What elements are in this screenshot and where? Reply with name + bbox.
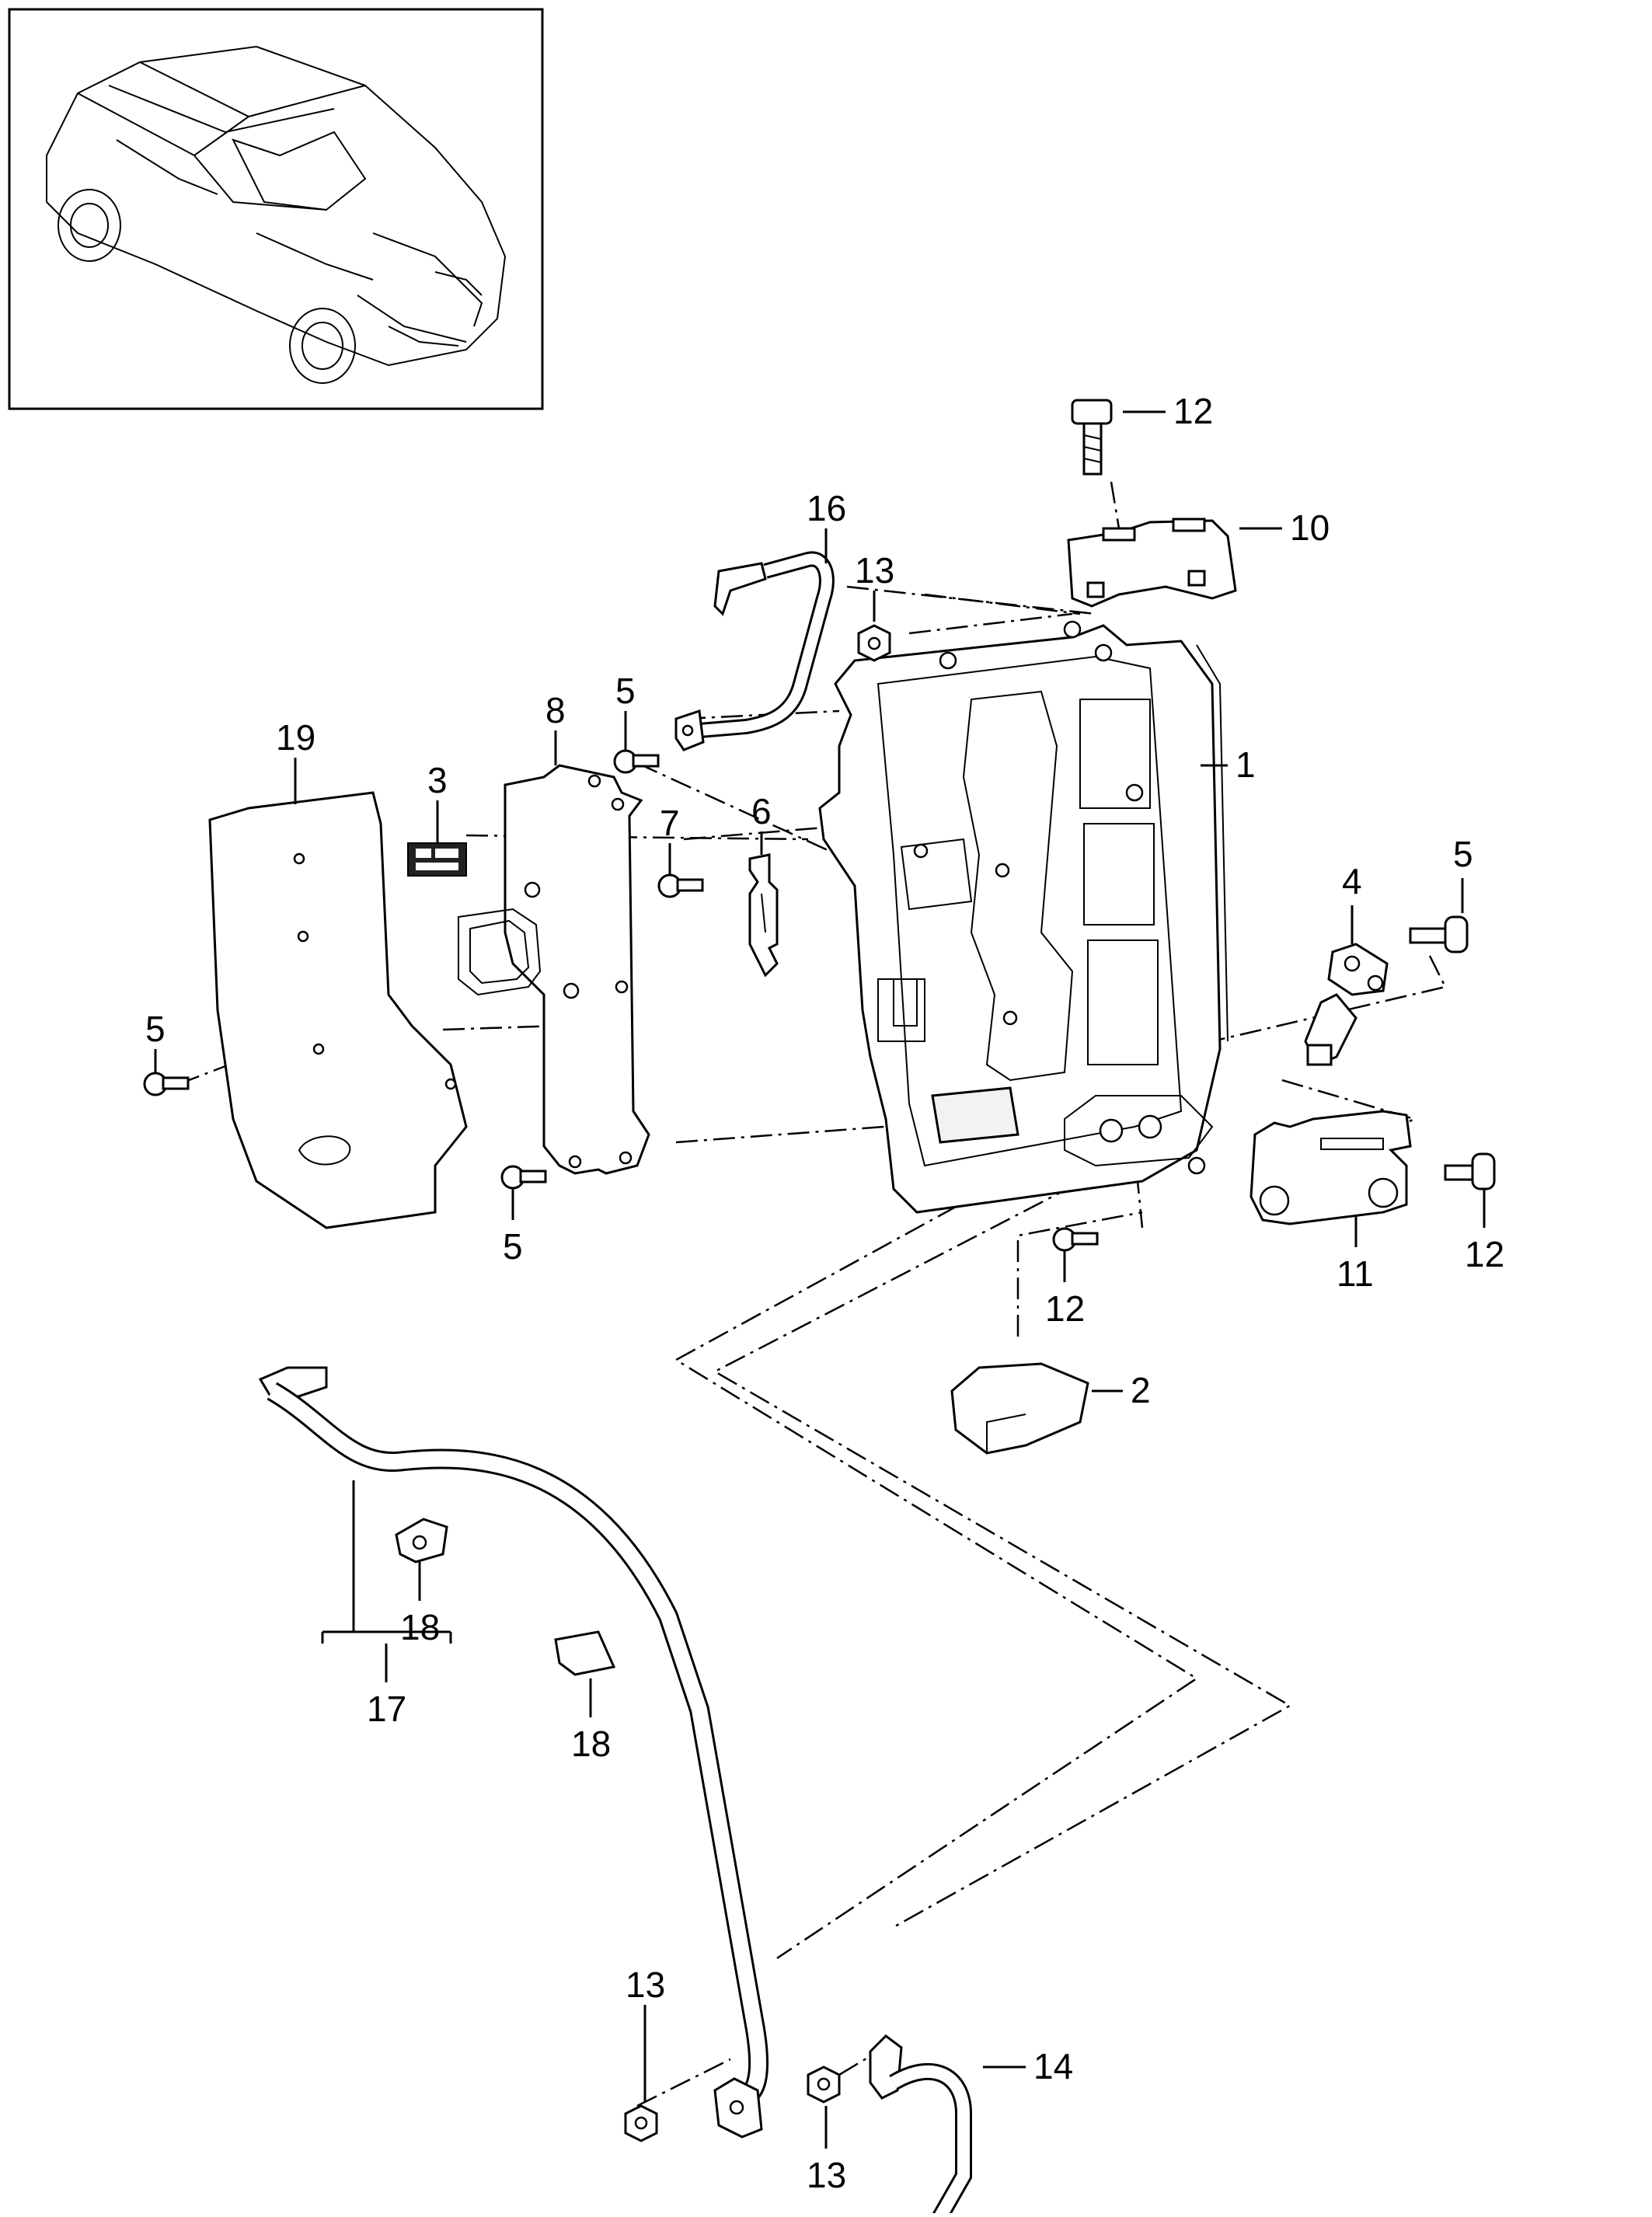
screw-5-lower bbox=[500, 1165, 547, 1190]
nut-13-top bbox=[857, 624, 891, 662]
callout-19: 19 bbox=[276, 717, 315, 758]
callout-2: 2 bbox=[1131, 1370, 1151, 1410]
callout-13-bottom-right: 13 bbox=[807, 2155, 846, 2195]
screw-12-right bbox=[1444, 1152, 1496, 1190]
part-19-shield bbox=[208, 791, 468, 1229]
callout-1: 1 bbox=[1236, 744, 1256, 785]
callout-12-bottom: 12 bbox=[1045, 1288, 1085, 1329]
callout-13-top: 13 bbox=[855, 550, 894, 591]
screw-7 bbox=[657, 873, 704, 898]
callout-4: 4 bbox=[1342, 861, 1362, 901]
callout-12-top: 12 bbox=[1173, 391, 1213, 431]
screw-5-right bbox=[1409, 915, 1469, 953]
assembly-lines bbox=[178, 481, 1447, 2107]
screw-12-top bbox=[1071, 399, 1113, 476]
callout-16: 16 bbox=[807, 488, 846, 528]
part-3-label bbox=[407, 842, 467, 877]
callout-6: 6 bbox=[751, 791, 772, 831]
part-4-connector bbox=[1304, 943, 1389, 1066]
part-18-clip-right bbox=[554, 1630, 616, 1676]
screw-5-left bbox=[143, 1072, 190, 1096]
part-8-cover bbox=[458, 764, 650, 1175]
screw-5-upper bbox=[613, 749, 660, 774]
callout-8: 8 bbox=[545, 690, 566, 730]
callout-3: 3 bbox=[427, 760, 448, 800]
nut-13-bottom-right bbox=[807, 2065, 841, 2104]
part-18-clip-left bbox=[395, 1518, 448, 1563]
callout-11: 11 bbox=[1337, 1253, 1374, 1294]
callout-5-lower: 5 bbox=[503, 1226, 523, 1267]
leader-lines bbox=[154, 410, 1486, 2149]
callout-18-right: 18 bbox=[571, 1724, 611, 1764]
callout-labels: 1 2 3 4 5 5 5 5 6 7 8 10 11 12 12 12 13 … bbox=[145, 391, 1504, 2195]
part-16-cable bbox=[674, 551, 835, 751]
part-1-control-unit bbox=[818, 620, 1229, 1214]
part-6-bracket bbox=[748, 853, 779, 978]
screw-12-bottom bbox=[1052, 1227, 1099, 1252]
callout-5-right: 5 bbox=[1453, 834, 1473, 874]
part-2-sensor bbox=[950, 1362, 1089, 1455]
callout-10: 10 bbox=[1290, 507, 1330, 548]
callout-5-upper: 5 bbox=[615, 671, 636, 711]
part-17-cable bbox=[258, 1366, 769, 2139]
callout-14: 14 bbox=[1033, 2046, 1073, 2086]
callout-7: 7 bbox=[660, 803, 680, 843]
part-10-bracket bbox=[1067, 518, 1237, 608]
part-14-cable bbox=[869, 2034, 972, 2217]
callout-5-left: 5 bbox=[145, 1009, 166, 1049]
nut-13-bottom-left bbox=[624, 2104, 658, 2142]
callout-17: 17 bbox=[367, 1689, 406, 1729]
part-11-bracket bbox=[1249, 1110, 1412, 1225]
callout-12-right: 12 bbox=[1465, 1234, 1504, 1274]
callout-13-bottom-left: 13 bbox=[626, 1964, 665, 2005]
callout-18-left: 18 bbox=[400, 1607, 440, 1647]
vehicle-thumbnail bbox=[8, 8, 544, 410]
